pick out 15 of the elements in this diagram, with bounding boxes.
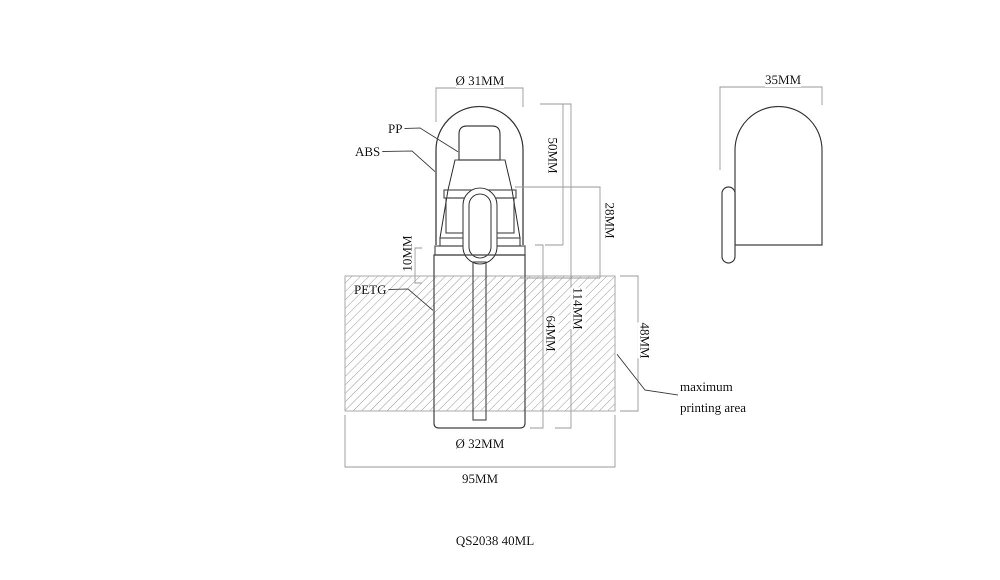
dimension-label: 114MM [570,286,586,330]
caption: QS2038 40ML [454,533,536,548]
leader-line [616,354,678,396]
area-label: maximum printing area [680,376,770,418]
material-label: ABS [355,141,380,162]
inner-cap [458,125,501,161]
dimension-label: 64MM [544,314,559,352]
bottle-body [433,254,526,429]
material-label: PP [388,118,402,139]
leader-line [382,150,436,172]
dimension-label: 10MM [400,234,415,272]
material-label: PETG [354,279,386,300]
leader-line [404,128,458,152]
printing-area [344,276,616,412]
overcap-outline [435,106,524,245]
